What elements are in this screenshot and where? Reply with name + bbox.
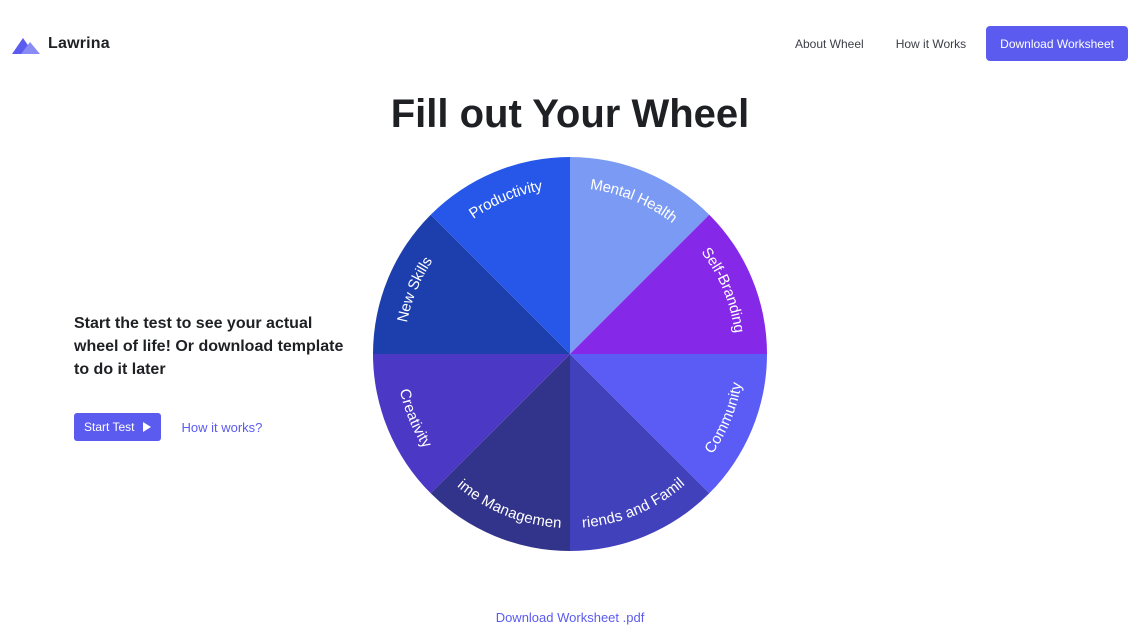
wheel-segment[interactable]: [570, 354, 767, 494]
wheel-segment[interactable]: [430, 354, 570, 551]
nav-about-wheel[interactable]: About Wheel: [794, 36, 864, 51]
brand-name: Lawrina: [48, 35, 110, 52]
play-icon: [143, 422, 152, 432]
download-pdf-link[interactable]: Download Worksheet .pdf: [495, 610, 645, 625]
wheel-segment[interactable]: [373, 354, 570, 494]
wheel-segment[interactable]: [570, 214, 767, 354]
wheel-segment[interactable]: [373, 214, 570, 354]
brand[interactable]: Lawrina: [12, 34, 110, 54]
mountain-logo-icon: [12, 38, 40, 54]
intro-text: Start the test to see your actual wheel …: [74, 315, 344, 378]
download-worksheet-button[interactable]: Download Worksheet: [986, 26, 1128, 61]
life-wheel: Mental HealthSelf-BrandingCommunityFrien…: [370, 157, 767, 551]
test-actions: Start Test How it works?: [74, 413, 262, 441]
wheel-segment[interactable]: [570, 354, 710, 551]
wheel-segment[interactable]: [430, 157, 570, 354]
start-test-label: Start Test: [84, 420, 135, 434]
start-test-button[interactable]: Start Test: [74, 413, 162, 441]
wheel-segment[interactable]: [570, 157, 710, 354]
page-title: Fill out Your Wheel: [390, 92, 750, 136]
top-nav: About Wheel How it Works Download Worksh…: [795, 26, 1128, 61]
header: Lawrina About Wheel How it Works Downloa…: [0, 0, 1140, 88]
nav-how-it-works[interactable]: How it Works: [895, 36, 967, 51]
how-it-works-link[interactable]: How it works?: [181, 419, 263, 435]
